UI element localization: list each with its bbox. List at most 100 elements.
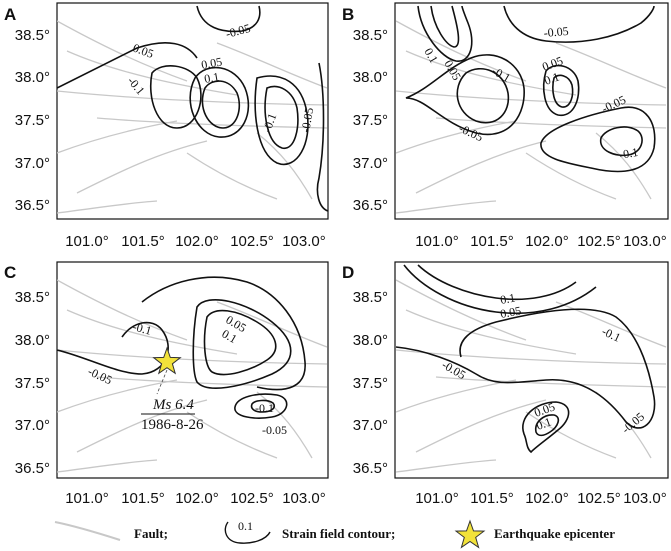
panel-label: C <box>4 263 16 282</box>
contour-line <box>192 299 292 389</box>
panel-label: B <box>342 5 354 24</box>
contour-line <box>254 75 309 166</box>
y-tick-label: 37.0° <box>15 155 50 172</box>
x-axis-top: 101.0° 101.5° 102.0° 102.5° 103.0° 101.0… <box>65 233 667 250</box>
x-axis-bottom: 101.0° 101.5° 102.0° 102.5° 103.0° 101.0… <box>65 490 667 507</box>
contour-line <box>141 276 306 391</box>
contour-label: 0.05 <box>540 53 565 73</box>
y-tick-label: 36.5° <box>353 197 388 214</box>
epicenter-legend-label: Earthquake epicenter <box>494 526 615 541</box>
contour-label: -0.1 <box>260 111 280 134</box>
x-tick-label: 103.0° <box>282 490 326 507</box>
contour-line <box>430 5 460 48</box>
map-area: 0.1 0.05 -0.05 -0.1 0.05 0.1 -0.05 -0.05… <box>395 5 667 214</box>
contour-line <box>403 264 597 315</box>
plot-frame <box>394 261 669 479</box>
y-tick-label: 36.5° <box>15 460 50 477</box>
x-tick-label: 102.0° <box>175 490 219 507</box>
contour-label: 0.1 <box>421 46 441 66</box>
x-tick-label: 102.0° <box>525 233 569 250</box>
x-tick-label: 101.0° <box>415 233 459 250</box>
contour-label: -0.1 <box>255 401 274 415</box>
x-tick-label: 103.0° <box>623 233 667 250</box>
contour-label: -0.1 <box>618 145 639 162</box>
y-tick-label: 38.5° <box>15 289 50 306</box>
y-tick-label: 37.5° <box>353 375 388 392</box>
contour-line <box>540 106 656 173</box>
x-tick-label: 101.5° <box>470 233 514 250</box>
x-tick-label: 102.5° <box>230 233 274 250</box>
y-tick-label: 38.5° <box>353 27 388 44</box>
y-tick-label: 38.0° <box>15 69 50 86</box>
y-tick-label: 38.0° <box>353 69 388 86</box>
contour-line <box>503 5 655 43</box>
x-tick-label: 102.5° <box>230 490 274 507</box>
contour-legend-value: 0.1 <box>238 519 253 533</box>
x-tick-label: 102.5° <box>577 490 621 507</box>
contour-line <box>57 42 198 89</box>
y-tick-label: 37.0° <box>15 417 50 434</box>
fault-legend-label: Fault; <box>134 526 168 541</box>
contour-line <box>417 5 473 62</box>
panel-a: A -0.05 0.05 -0.1 0.05 0.1 -0.1 -0.05 38… <box>4 2 329 220</box>
contour-label: 0.1 <box>499 291 516 307</box>
date-label: 1986-8-26 <box>141 417 204 433</box>
contour-label: -0.05 <box>298 106 316 133</box>
contour-label: -0.1 <box>131 319 153 337</box>
x-tick-label: 101.5° <box>121 490 165 507</box>
y-tick-label: 37.5° <box>15 112 50 129</box>
contour-line <box>189 66 250 138</box>
contour-label: 0.05 <box>499 304 522 321</box>
legend: Fault; 0.1 Strain field contour; Earthqu… <box>54 519 615 549</box>
contour-line <box>250 399 276 413</box>
y-tick-label: 38.5° <box>15 27 50 44</box>
y-tick-label: 37.5° <box>15 375 50 392</box>
contour-legend-label: Strain field contour; <box>282 526 395 541</box>
contour-line <box>203 309 277 376</box>
contour-label: -0.05 <box>262 423 287 437</box>
contour-legend-icon <box>224 521 271 544</box>
contour-label: 0.05 <box>532 399 557 419</box>
x-tick-label: 102.5° <box>577 233 621 250</box>
contour-label: 0.1 <box>220 326 240 346</box>
x-tick-label: 101.0° <box>65 233 109 250</box>
fault-legend-icon <box>54 521 121 541</box>
plot-frame <box>56 261 329 479</box>
y-tick-label: 37.5° <box>353 112 388 129</box>
leader-line <box>156 369 168 395</box>
x-tick-label: 102.0° <box>175 233 219 250</box>
contour-label: 0.05 <box>131 41 156 61</box>
x-tick-label: 103.0° <box>282 233 326 250</box>
panel-label: A <box>4 5 16 24</box>
panel-c: C -0.1 -0.05 0.05 0.1 -0.1 -0.05 Ms 6.4 … <box>4 261 329 479</box>
contour-line <box>150 65 202 129</box>
contour-line <box>542 64 580 116</box>
contour-line <box>264 85 299 149</box>
x-tick-label: 103.0° <box>623 490 667 507</box>
x-tick-label: 101.0° <box>415 490 459 507</box>
y-tick-label: 37.0° <box>353 417 388 434</box>
y-tick-label: 38.0° <box>353 332 388 349</box>
epicenter-star-icon <box>152 346 182 375</box>
contour-line <box>196 5 261 33</box>
contour-line <box>552 74 574 108</box>
y-tick-label: 38.5° <box>353 289 388 306</box>
contour-line <box>600 126 643 157</box>
y-tick-label: 36.5° <box>353 460 388 477</box>
contour-line <box>395 308 656 429</box>
epicenter-legend-star-icon <box>454 519 486 549</box>
x-tick-label: 101.5° <box>470 490 514 507</box>
panel-d: D 0.1 0.05 -0.1 -0.05 0.05 0.1 -0.05 38.… <box>342 261 669 479</box>
x-tick-label: 101.5° <box>121 233 165 250</box>
contour-label: 0.1 <box>534 415 553 433</box>
contour-line <box>534 414 560 437</box>
contour-line <box>316 62 328 212</box>
contour-label: 0.05 <box>200 55 223 72</box>
x-tick-label: 102.0° <box>525 490 569 507</box>
contour-line <box>417 264 577 301</box>
contour-line <box>522 401 570 454</box>
y-tick-label: 37.0° <box>353 155 388 172</box>
contour-line <box>456 68 510 124</box>
contour-line <box>405 54 525 136</box>
